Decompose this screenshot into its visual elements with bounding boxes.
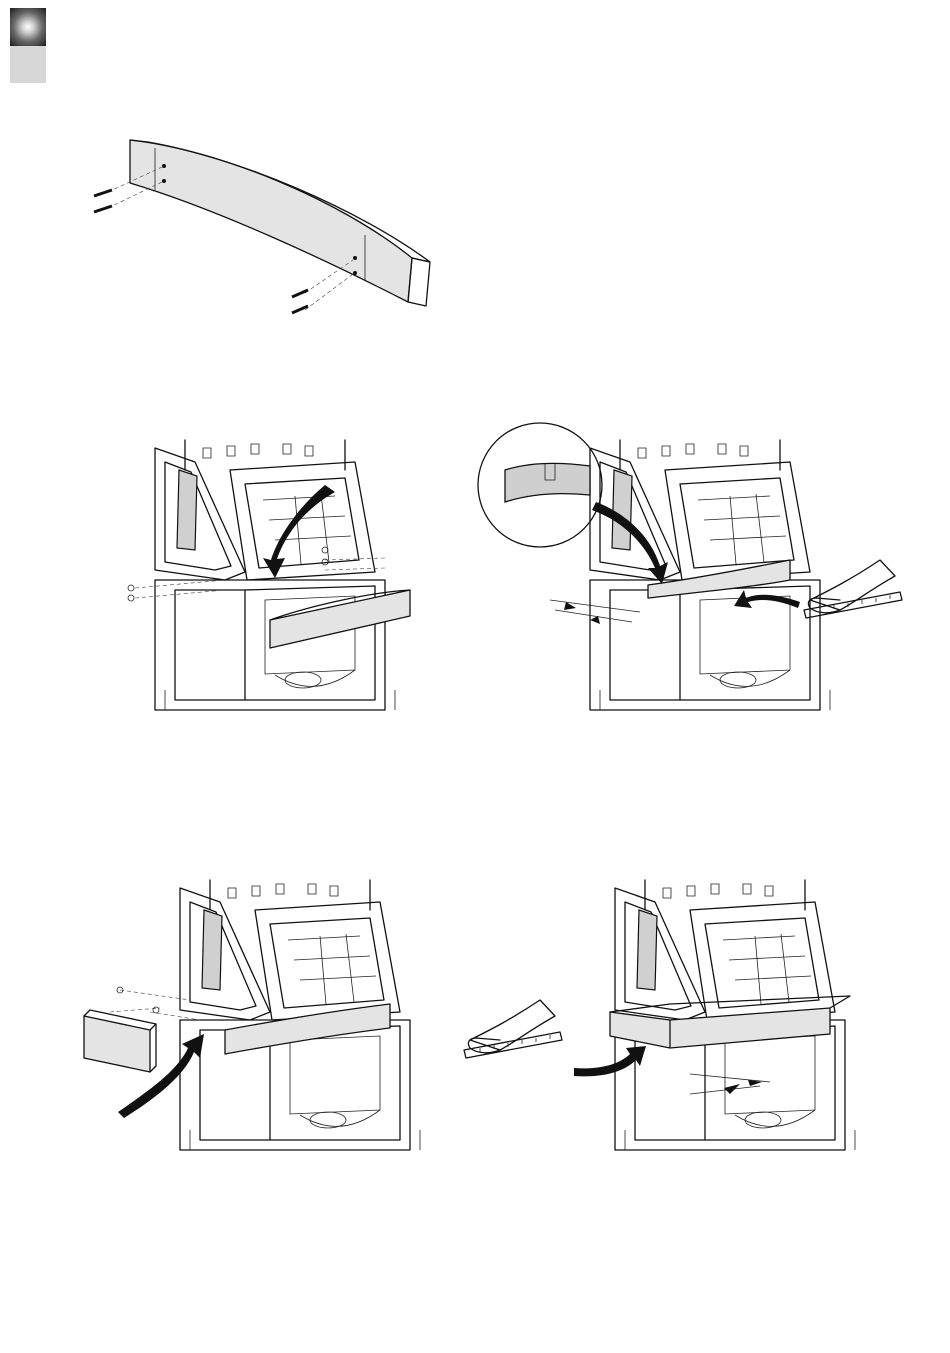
figure-align-panel-with-detail [478,423,902,710]
figure-attach-side-panel [84,880,420,1150]
hand-icon [804,560,902,618]
hand-icon [464,1000,562,1058]
figure-front-panel-with-screws [94,140,430,313]
figure-place-panel-on-stove [128,440,410,710]
figure-final-alignment [464,880,855,1150]
side-panel-icon [84,1016,150,1072]
